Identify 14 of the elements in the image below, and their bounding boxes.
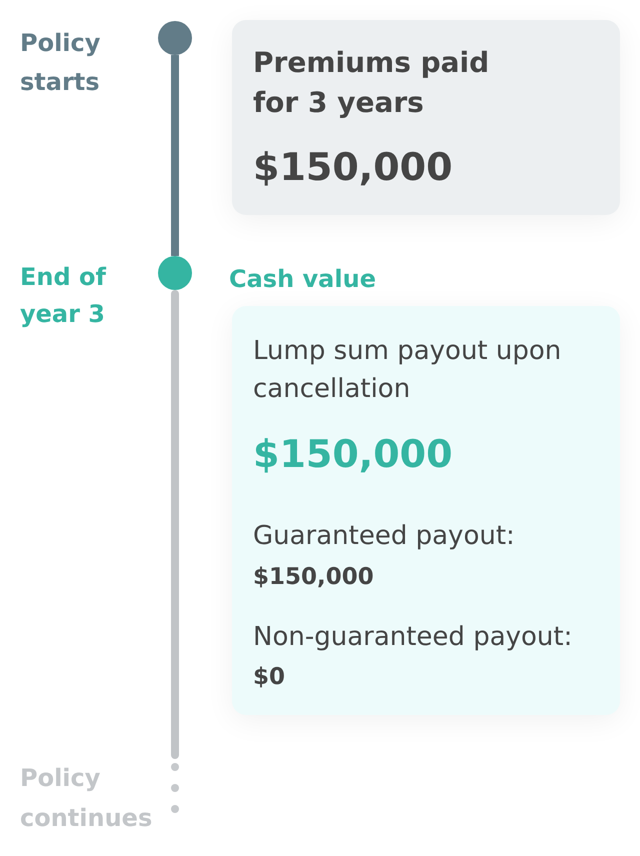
milestone-label: Policy starts [20, 28, 102, 98]
payout-amount: $150,000 [253, 563, 375, 592]
card-heading: Premiums paid for 3 years [253, 45, 490, 121]
amount: $150,000 [253, 144, 454, 190]
payout-label: Non-guaranteed payout: [253, 621, 574, 654]
section-heading: Cash value [229, 264, 376, 295]
milestone-label: Policy continues [20, 763, 154, 834]
milestone-label: End of year 3 [20, 262, 108, 330]
timeline-line [171, 290, 179, 759]
amount: $150,000 [253, 431, 454, 477]
payout-label: Guaranteed payout: [253, 520, 516, 553]
payout-amount: $0 [253, 663, 286, 692]
timeline-line [171, 55, 179, 256]
description: Lump sum payout upon cancellation [253, 335, 562, 406]
